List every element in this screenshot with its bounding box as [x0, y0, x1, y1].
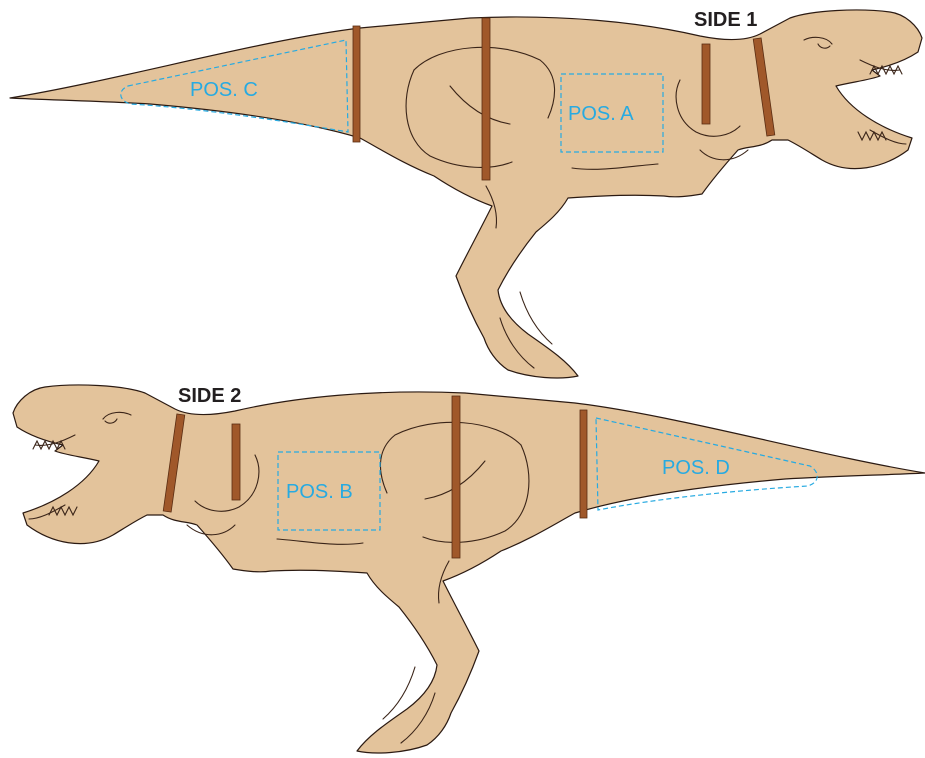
side2-dinosaur: POS. B POS. D SIDE 2 — [13, 385, 925, 753]
strap-body-side1 — [482, 18, 490, 180]
dinosaur-body-side2 — [13, 385, 925, 753]
side1-dinosaur: POS. C POS. A SIDE 1 — [10, 9, 922, 378]
strap-chest-side2 — [232, 424, 240, 500]
pos-b-label: POS. B — [286, 481, 353, 503]
dinosaur-body-side1 — [10, 10, 922, 378]
strap-body-side2 — [452, 396, 460, 558]
strap-chest-side1 — [702, 44, 710, 124]
side2-label: SIDE 2 — [178, 385, 241, 407]
side1-label: SIDE 1 — [694, 9, 757, 31]
strap-tail-side2 — [580, 410, 587, 518]
pos-c-label: POS. C — [190, 79, 258, 101]
strap-tail-side1 — [353, 26, 360, 142]
pos-d-label: POS. D — [662, 457, 730, 479]
pos-a-label: POS. A — [568, 103, 634, 125]
